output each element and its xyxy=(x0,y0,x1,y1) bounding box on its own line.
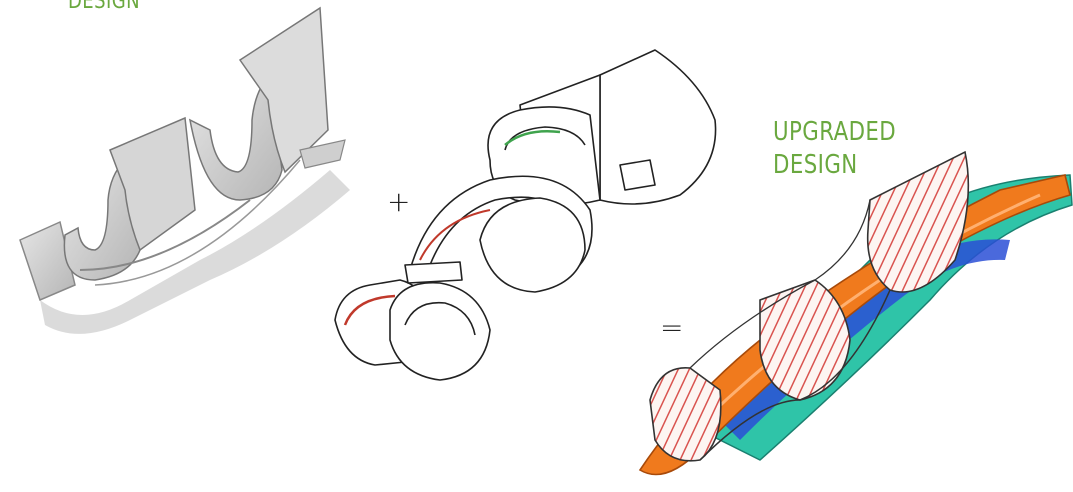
wire-tab-2 xyxy=(620,160,655,190)
original-design-sketch xyxy=(20,8,350,334)
wire-top-box xyxy=(600,50,716,204)
upgraded-design-sketch xyxy=(640,152,1072,475)
wire-lower-ring xyxy=(390,283,490,380)
wireframe-sketch xyxy=(335,50,716,380)
wire-tab-1 xyxy=(405,262,462,283)
wire-middle-ring xyxy=(480,198,585,292)
upgraded-ribbon-front xyxy=(650,368,721,461)
